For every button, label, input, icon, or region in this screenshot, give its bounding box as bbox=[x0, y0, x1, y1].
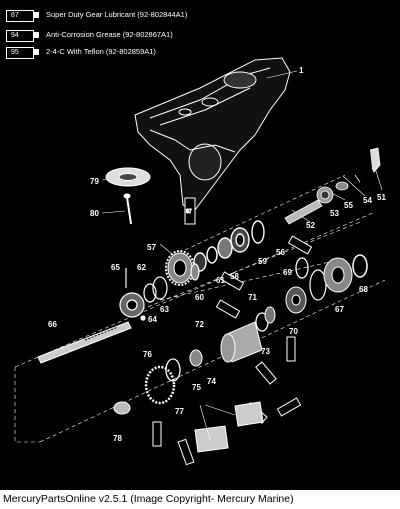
shift-components bbox=[194, 401, 264, 453]
callout-64: 64 bbox=[148, 315, 157, 324]
callout-1: 1 bbox=[299, 66, 304, 75]
callout-56: 56 bbox=[276, 248, 285, 257]
callout-70: 70 bbox=[289, 327, 298, 336]
callout-79: 79 bbox=[90, 177, 99, 186]
drive-shaft-bearing-parts bbox=[119, 263, 200, 321]
callout-59: 59 bbox=[258, 257, 267, 266]
callout-55: 55 bbox=[344, 201, 353, 210]
bearing-assembly bbox=[193, 220, 265, 272]
copyright-footer: MercuryPartsOnline v2.5.1 (Image Copyrig… bbox=[3, 493, 294, 505]
callout-54: 54 bbox=[363, 196, 372, 205]
callout-51: 51 bbox=[377, 193, 386, 202]
tube-cap-icon bbox=[33, 32, 39, 38]
forward-gear-assembly bbox=[295, 254, 368, 301]
cover-plate bbox=[105, 167, 151, 225]
callout-80: 80 bbox=[90, 209, 99, 218]
tube-cap-icon bbox=[33, 49, 39, 55]
legend-item: 95 2-4-C With Teflon (92-802859A1) bbox=[6, 46, 246, 60]
legend-label: Super Duty Gear Lubricant (92-802844A1) bbox=[46, 10, 188, 19]
gear-housing: 87 bbox=[134, 57, 291, 225]
callout-52: 52 bbox=[306, 221, 315, 230]
callout-67: 67 bbox=[335, 305, 344, 314]
callout-73: 73 bbox=[261, 347, 270, 356]
callout-53: 53 bbox=[330, 209, 339, 218]
callout-69: 69 bbox=[283, 268, 292, 277]
callout-63: 63 bbox=[160, 305, 169, 314]
callout-57: 57 bbox=[147, 243, 156, 252]
callout-72: 72 bbox=[195, 320, 204, 329]
shift-linkage-parts bbox=[284, 147, 381, 225]
reverse-gear-assembly bbox=[220, 286, 307, 363]
bearing-carrier-parts bbox=[113, 349, 203, 415]
callout-77: 77 bbox=[175, 407, 184, 416]
callout-78: 78 bbox=[113, 434, 122, 443]
propeller-shaft bbox=[37, 321, 132, 364]
callout-61: 61 bbox=[216, 276, 225, 285]
callout-68: 68 bbox=[359, 285, 368, 294]
svg-text:87: 87 bbox=[186, 209, 192, 215]
callout-labels: 1 79 80 51 54 55 53 52 56 59 58 57 65 62… bbox=[48, 66, 386, 443]
callout-76: 76 bbox=[143, 350, 152, 359]
callout-75: 75 bbox=[192, 383, 201, 392]
callout-65: 65 bbox=[111, 263, 120, 272]
legend-label: 2-4-C With Teflon (92-802859A1) bbox=[46, 47, 156, 56]
legend-code: 94 bbox=[11, 32, 19, 39]
callout-71: 71 bbox=[248, 293, 257, 302]
legend-code: 87 bbox=[11, 12, 19, 19]
diagram-canvas: 87 Super Duty Gear Lubricant (92-802844A… bbox=[0, 0, 400, 490]
pinion-gear bbox=[165, 250, 195, 286]
callout-74: 74 bbox=[207, 377, 216, 386]
callout-66: 66 bbox=[48, 320, 57, 329]
legend-label: Anti-Corrosion Grease (92-802867A1) bbox=[46, 30, 173, 39]
legend-code: 95 bbox=[11, 49, 19, 56]
callout-62: 62 bbox=[137, 263, 146, 272]
exploded-parts-diagram: 87 bbox=[14, 57, 386, 466]
tube-cap-icon bbox=[33, 12, 39, 18]
legend-item: 87 Super Duty Gear Lubricant (92-802844A… bbox=[6, 9, 246, 23]
legend-item: 94 Anti-Corrosion Grease (92-802867A1) bbox=[6, 29, 246, 43]
assembly-guide-lines bbox=[14, 174, 386, 443]
callout-60: 60 bbox=[195, 293, 204, 302]
callout-58: 58 bbox=[230, 272, 239, 281]
